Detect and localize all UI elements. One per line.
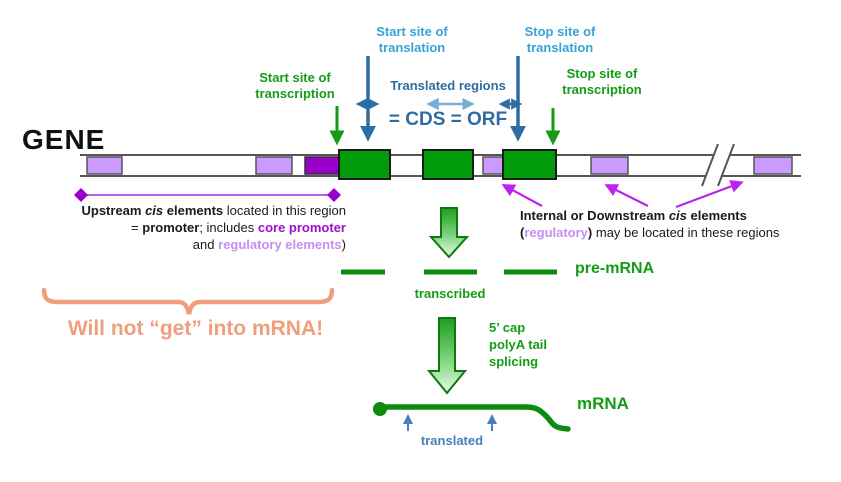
- downstream-note-line2: (regulatory) may be located in these reg…: [520, 225, 780, 240]
- mrna-translated-label: translated: [420, 433, 484, 448]
- cis-element-box: [86, 156, 123, 175]
- upstream-note-line3: and regulatory elements): [192, 237, 346, 252]
- cis-element-box: [753, 156, 793, 175]
- core-promoter-box: [304, 156, 342, 175]
- gene-title: GENE: [22, 124, 106, 155]
- downstream-note: Internal or Downstream cis elements (reg…: [520, 207, 825, 241]
- promoter-term: promoter: [142, 220, 200, 235]
- stop-translation-label: Stop site of translation: [524, 24, 596, 55]
- exclusion-brace: [41, 287, 335, 315]
- exclusion-note: Will not “get” into mRNA!: [67, 317, 324, 340]
- cis-pointer-arrow: [604, 184, 649, 207]
- regulatory-term: regulatory: [524, 225, 588, 240]
- strand-break-icon: [701, 143, 735, 187]
- cis-italic: cis: [145, 203, 164, 218]
- cis-element-box: [482, 156, 505, 175]
- maturation-process-arrow: [426, 317, 468, 395]
- promoter-diamond-right: [327, 188, 341, 202]
- stop-transcription-label: Stop site of transcription: [562, 66, 642, 97]
- mrna-molecule: [373, 402, 571, 432]
- exon-box: [338, 149, 391, 180]
- transcribed-label: transcribed: [414, 286, 486, 301]
- upstream-note-line1: Upstream cis elements located in this re…: [81, 203, 347, 218]
- pre-mrna-label: pre-mRNA: [575, 260, 655, 277]
- exon-box: [422, 149, 474, 180]
- downstream-note-line1: Internal or Downstream cis elements: [520, 208, 747, 223]
- upstream-bold: Upstream: [81, 203, 146, 218]
- promoter-span-line: [74, 188, 341, 202]
- upstream-note-line2: = promoter; includes core promoter: [131, 220, 346, 235]
- cis-italic: cis: [668, 208, 687, 223]
- start-translation-label: Start site of translation: [376, 24, 448, 55]
- maturation-steps-label: 5’ cap polyA tail splicing: [489, 320, 548, 369]
- translated-regions-label: Translated regions: [390, 78, 506, 93]
- dna-strand: [80, 154, 801, 177]
- exon-box: [502, 149, 557, 180]
- cis-element-box: [255, 156, 293, 175]
- cis-element-box: [590, 156, 629, 175]
- mrna-label: mRNA: [577, 394, 629, 413]
- cis-pointer-arrow: [501, 184, 543, 207]
- cds-orf-label: = CDS = ORF: [388, 109, 508, 130]
- core-promoter-term: core promoter: [257, 220, 346, 235]
- upstream-note: Upstream cis elements located in this re…: [18, 202, 347, 253]
- promoter-diamond-left: [74, 188, 88, 202]
- regulatory-elements-term: regulatory elements: [218, 237, 342, 252]
- transcription-process-arrow: [428, 207, 470, 259]
- cis-pointer-arrow: [675, 180, 744, 209]
- five-prime-cap-icon: [373, 402, 387, 416]
- start-transcription-label: Start site of transcription: [255, 70, 335, 101]
